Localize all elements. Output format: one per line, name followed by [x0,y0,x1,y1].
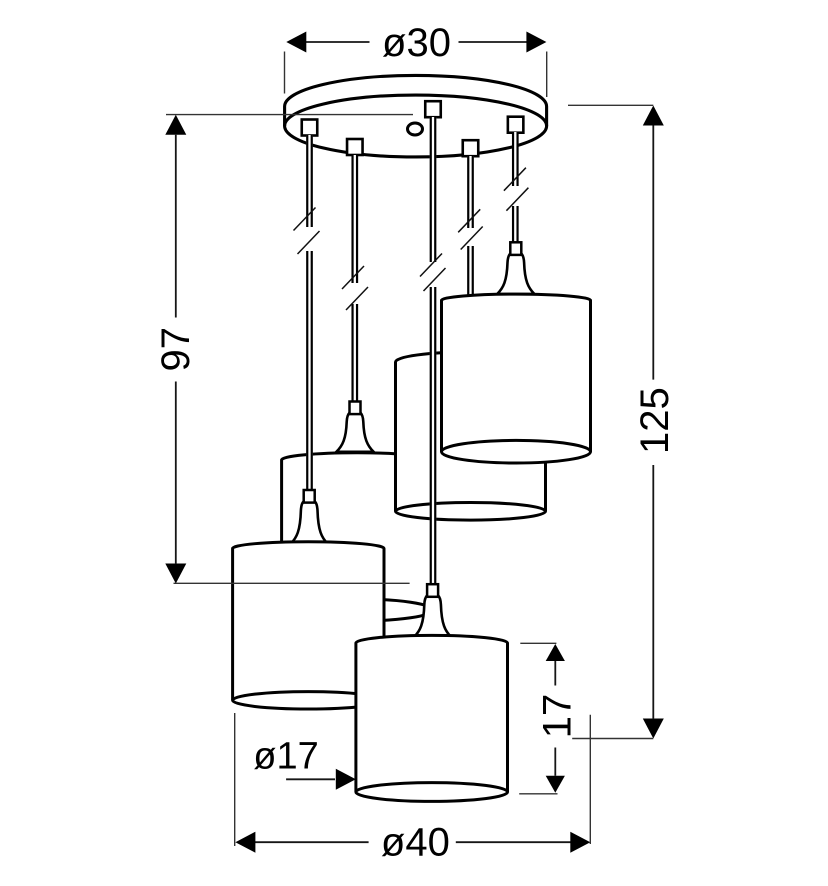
svg-text:125: 125 [633,387,677,454]
svg-text:ø17: ø17 [253,736,318,778]
svg-text:ø30: ø30 [382,21,451,65]
svg-text:17: 17 [535,694,579,739]
svg-text:97: 97 [154,327,198,372]
svg-text:ø40: ø40 [381,821,450,865]
